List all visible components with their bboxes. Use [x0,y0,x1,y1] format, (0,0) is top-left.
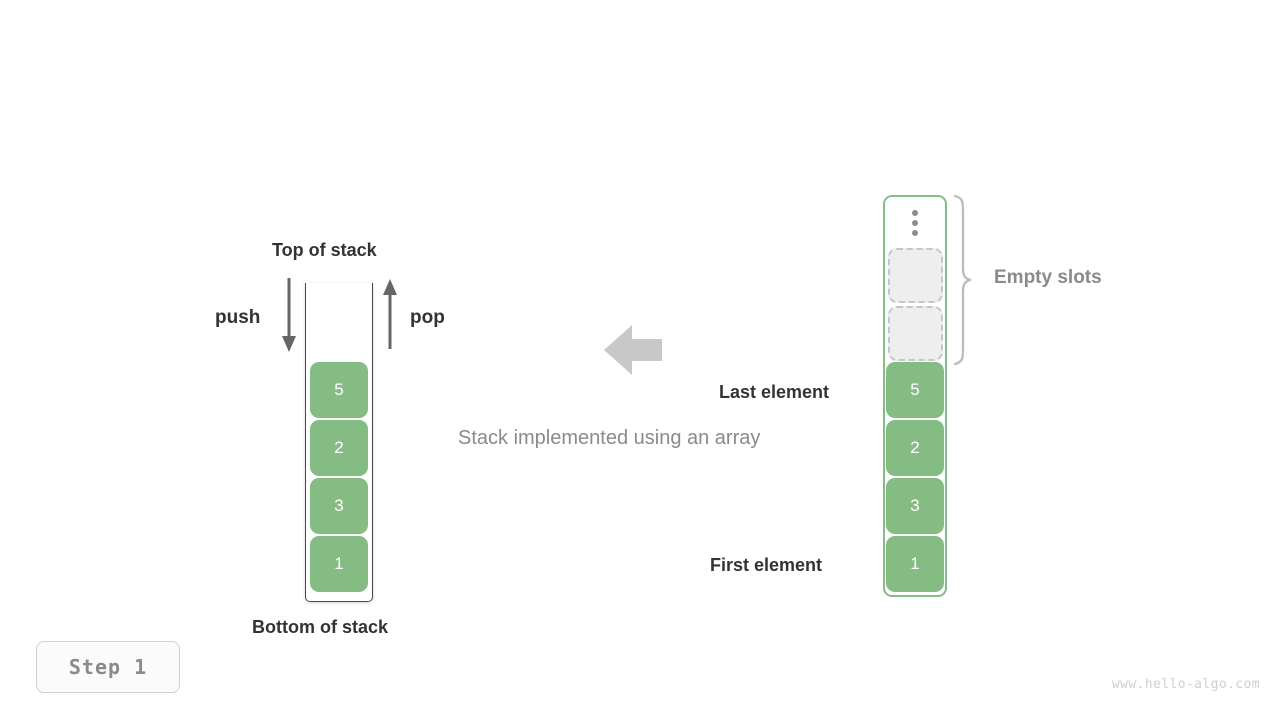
stack-container [305,283,373,602]
stack-cell: 5 [310,362,368,418]
array-element-list: 5 2 3 1 [886,362,944,592]
empty-slot [887,248,943,303]
ellipsis-dot [912,230,918,236]
empty-slot [887,306,943,361]
curly-brace-icon [953,194,972,366]
vertical-ellipsis-icon [886,198,944,248]
stack-cell: 2 [310,420,368,476]
stack-cell: 1 [310,536,368,592]
last-element-label: Last element [719,382,830,402]
array-cell: 2 [886,420,944,476]
array-cell: 1 [886,536,944,592]
pop-label: pop [410,307,445,328]
array-cell: 5 [886,362,944,418]
arrow-down-icon [282,278,296,352]
stack-cell: 3 [310,478,368,534]
step-badge: Step 1 [36,641,180,693]
top-of-stack-label: Top of stack [272,240,377,260]
array-empty-region [886,198,944,364]
push-label: push [215,307,261,328]
bottom-of-stack-label: Bottom of stack [252,617,389,637]
first-element-label: First element [710,555,823,575]
stack-element-list: 5 2 3 1 [310,362,368,592]
watermark: www.hello-algo.com [1111,677,1260,692]
array-cell: 3 [886,478,944,534]
ellipsis-dot [912,220,918,226]
ellipsis-dot [912,210,918,216]
arrow-left-icon [604,325,662,375]
empty-slots-label: Empty slots [994,267,1102,288]
arrow-up-icon [383,279,397,349]
diagram-caption: Stack implemented using an array [458,427,761,449]
